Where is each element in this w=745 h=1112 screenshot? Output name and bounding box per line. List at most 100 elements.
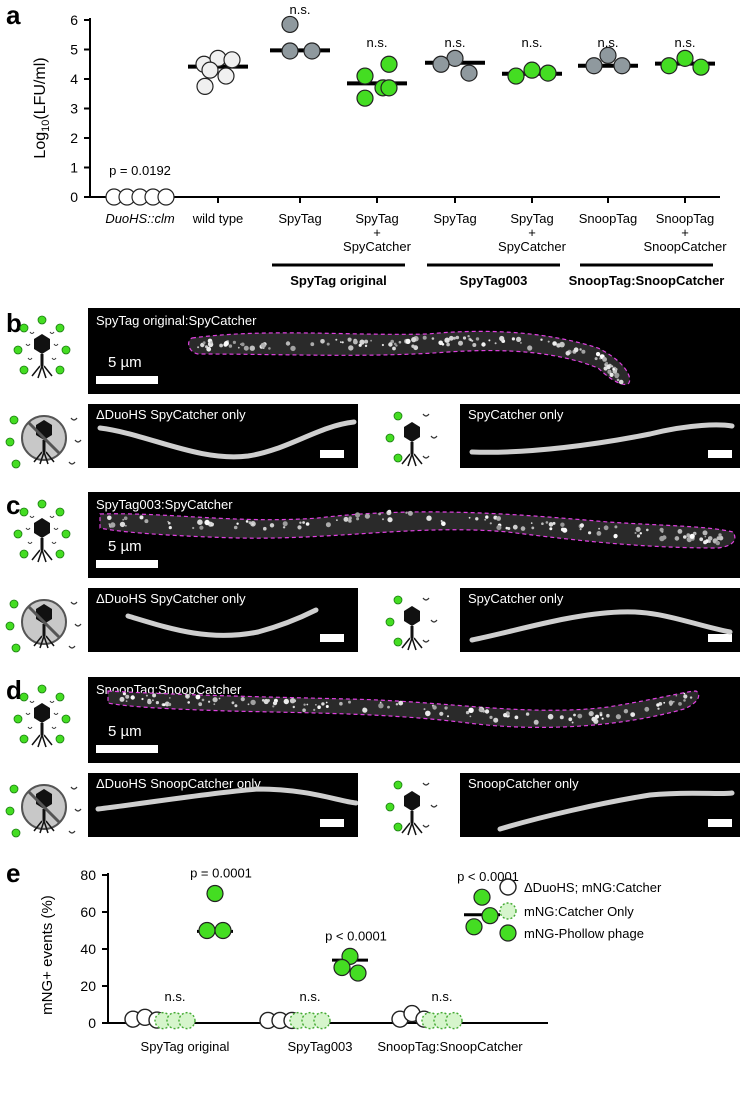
- cell-body: [95, 786, 358, 812]
- micrograph-label: ΔDuoHS SpyCatcher only: [96, 591, 246, 606]
- punctum: [614, 374, 619, 379]
- punctum: [512, 524, 518, 530]
- tag-mark: [49, 515, 55, 518]
- cell-body: [97, 419, 357, 460]
- punctum: [240, 342, 245, 347]
- phage-icon: [33, 604, 55, 649]
- data-point: [281, 15, 299, 34]
- punctum: [236, 522, 239, 525]
- punctum: [282, 526, 286, 529]
- punctum: [317, 705, 321, 709]
- punctum: [663, 701, 666, 704]
- punctum: [234, 704, 238, 708]
- cell-image: [95, 786, 358, 812]
- micrograph-title: SpyTag original:SpyCatcher: [96, 313, 257, 328]
- catcher-dot: [37, 315, 47, 325]
- punctum: [411, 337, 417, 343]
- punctum: [579, 528, 582, 531]
- punctum: [484, 518, 487, 521]
- punctum: [559, 341, 565, 348]
- tag-mark: [74, 808, 82, 812]
- punctum: [213, 703, 216, 706]
- catcher-dot: [393, 411, 403, 421]
- punctum: [545, 521, 549, 524]
- tag-mark: [430, 804, 438, 808]
- catcher-dot: [19, 365, 29, 375]
- punctum: [489, 522, 492, 525]
- catcher-dot: [385, 433, 395, 443]
- punctum: [119, 696, 125, 702]
- punctum: [130, 695, 135, 700]
- scale-bar: [708, 634, 732, 642]
- punctum: [468, 707, 474, 713]
- no-phage-icon: [5, 599, 82, 653]
- punctum: [609, 372, 614, 377]
- stat-label: n.s.: [367, 35, 388, 50]
- punctum: [306, 703, 309, 706]
- punctum: [387, 509, 392, 514]
- punctum: [519, 341, 522, 344]
- punctum: [232, 340, 236, 344]
- phage-tail: [40, 723, 44, 735]
- punctum: [208, 700, 211, 703]
- punctum: [107, 515, 112, 521]
- punctum: [601, 717, 604, 720]
- stat-label: n.s.: [165, 989, 186, 1004]
- punctum: [514, 715, 519, 720]
- punctum: [458, 340, 463, 346]
- cell-body: [497, 790, 735, 832]
- punctum: [370, 339, 372, 342]
- punctum: [596, 352, 601, 357]
- phage-with-catcher-icon: [13, 499, 71, 563]
- punctum: [577, 713, 583, 719]
- phage-icon: [385, 411, 438, 467]
- catcher-dot: [55, 323, 65, 333]
- x-category-label: SpyTag: [433, 211, 476, 226]
- punctum: [340, 341, 342, 343]
- punctum: [407, 510, 413, 516]
- punctum: [533, 719, 539, 725]
- catcher-dot: [11, 643, 21, 653]
- punctum: [310, 342, 315, 347]
- punctum: [320, 339, 325, 344]
- data-point: [201, 61, 219, 79]
- cell-body: [469, 609, 733, 643]
- punctum: [200, 342, 205, 348]
- punctum: [289, 698, 296, 704]
- x-category-label: +: [373, 225, 381, 240]
- panel-label-b: b: [6, 308, 22, 338]
- catcher-dot: [61, 529, 71, 539]
- scale-bar: [96, 376, 158, 384]
- data-point: [281, 42, 299, 60]
- catcher-dot: [55, 365, 65, 375]
- punctum: [599, 357, 602, 360]
- no-slash: [27, 790, 61, 824]
- punctum: [573, 713, 576, 717]
- catcher-dot: [385, 617, 395, 627]
- data-point: [349, 964, 367, 982]
- punctum: [387, 517, 393, 523]
- data-point: [214, 921, 232, 940]
- phage-legs: [33, 820, 55, 834]
- phage-head: [404, 791, 420, 811]
- punctum: [591, 716, 597, 722]
- punctum: [139, 515, 144, 520]
- tag-mark: [27, 357, 33, 360]
- punctum: [614, 525, 618, 529]
- punctum: [269, 523, 275, 528]
- punctum: [704, 535, 707, 538]
- punctum: [678, 702, 682, 706]
- tag-mark: [29, 331, 35, 334]
- punctum: [565, 351, 571, 356]
- punctum: [718, 533, 722, 537]
- punctum: [493, 717, 499, 723]
- catcher-dot: [11, 828, 21, 838]
- punctum: [145, 694, 148, 697]
- panel-label-e: e: [6, 858, 21, 888]
- tag-mark: [68, 645, 76, 649]
- punctum: [364, 344, 368, 348]
- scale-label: 5 µm: [108, 723, 142, 740]
- punctum: [147, 699, 152, 705]
- punctum: [392, 346, 396, 351]
- tag-mark: [27, 726, 33, 729]
